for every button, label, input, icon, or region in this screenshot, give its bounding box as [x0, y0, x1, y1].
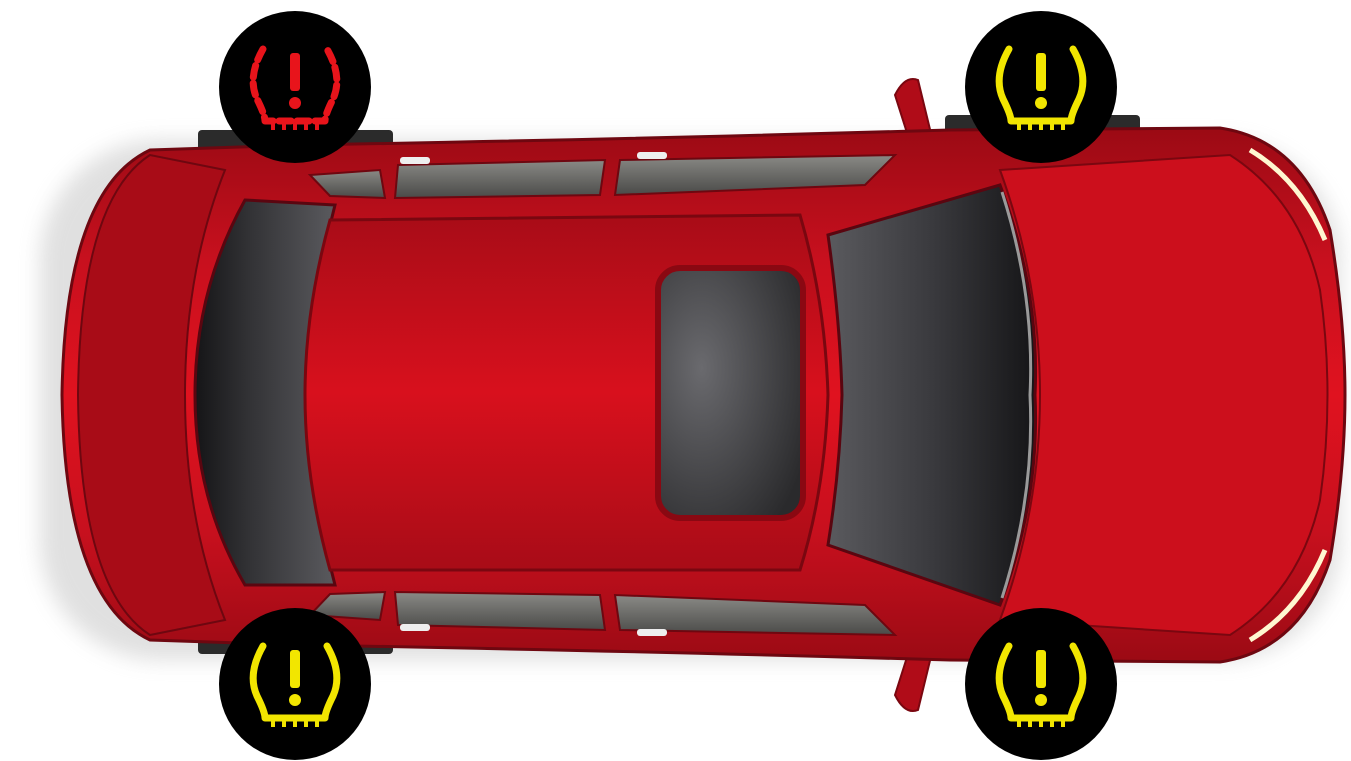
tire-pressure-warning-icon: [249, 45, 341, 130]
tpms-indicator-front-left: [965, 11, 1117, 163]
side-windows: [307, 152, 898, 637]
tire-pressure-warning-icon: [249, 642, 341, 727]
tire-pressure-warning-icon: [995, 642, 1087, 727]
tire-pressure-warning-icon: [995, 45, 1087, 130]
windshield: [826, 183, 1038, 607]
tpms-indicator-rear-left: [219, 11, 371, 163]
sunroof: [655, 265, 806, 521]
tpms-indicator-front-right: [965, 608, 1117, 760]
tpms-indicator-rear-right: [219, 608, 371, 760]
